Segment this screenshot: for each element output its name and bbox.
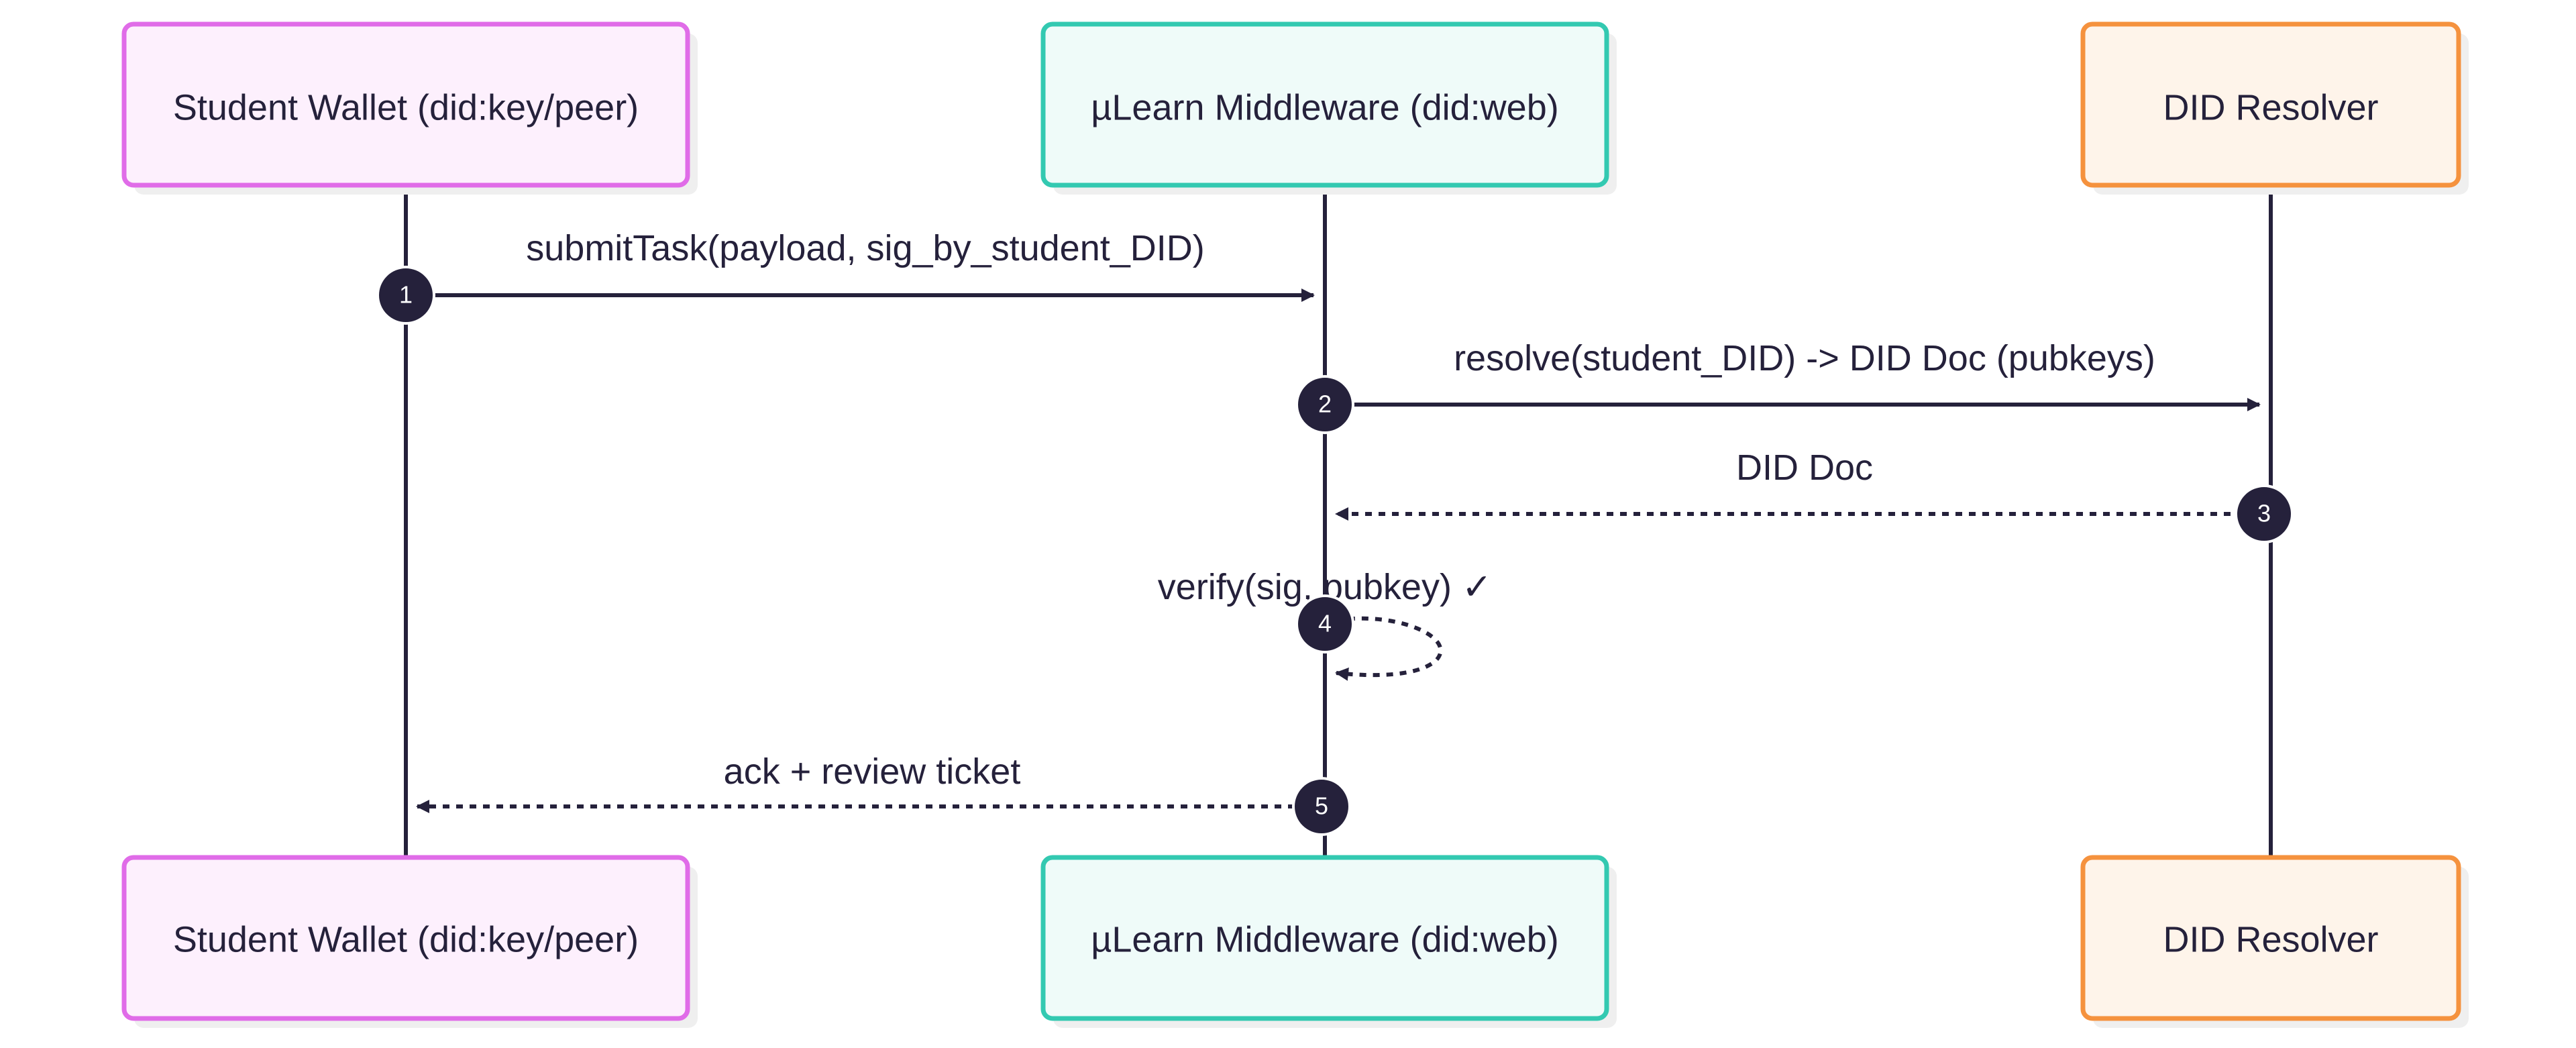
participant-resolver-bottom: DID Resolver bbox=[2080, 855, 2469, 1028]
message-4: verify(sig, pubkey) ✓ 4 bbox=[1158, 567, 1492, 681]
step-number: 1 bbox=[399, 281, 413, 309]
step-badge bbox=[1295, 375, 1354, 434]
participant-box bbox=[121, 855, 690, 1021]
lifelines bbox=[404, 188, 2273, 860]
step-number: 4 bbox=[1318, 610, 1332, 637]
participant-wallet-top: Student Wallet (did:key/peer) bbox=[121, 21, 698, 195]
step-badge bbox=[1292, 777, 1351, 836]
participant-box bbox=[2080, 21, 2461, 188]
participant-label: µLearn Middleware (did:web) bbox=[1091, 87, 1558, 127]
participant-label: Student Wallet (did:key/peer) bbox=[173, 87, 639, 127]
step-number: 3 bbox=[2257, 500, 2271, 527]
step-badge bbox=[1295, 594, 1354, 653]
participant-resolver-top: DID Resolver bbox=[2080, 21, 2469, 195]
participant-label: DID Resolver bbox=[2163, 87, 2378, 127]
participant-box bbox=[2080, 855, 2461, 1021]
message-label: ack + review ticket bbox=[724, 751, 1021, 792]
participant-box bbox=[1040, 21, 1609, 188]
message-label: resolve(student_DID) -> DID Doc (pubkeys… bbox=[1454, 338, 2155, 378]
participant-box bbox=[121, 21, 690, 188]
step-number: 5 bbox=[1315, 792, 1328, 820]
step-badge bbox=[2235, 484, 2294, 543]
self-call-arrow bbox=[1334, 616, 1443, 681]
message-2: resolve(student_DID) -> DID Doc (pubkeys… bbox=[1295, 338, 2261, 434]
participant-wallet-bottom: Student Wallet (did:key/peer) bbox=[121, 855, 698, 1028]
message-label: DID Doc bbox=[1736, 448, 1873, 488]
participant-label: DID Resolver bbox=[2163, 919, 2378, 959]
message-5: ack + review ticket 5 bbox=[416, 751, 1351, 836]
message-3: DID Doc 3 bbox=[1335, 448, 2294, 543]
participant-label: Student Wallet (did:key/peer) bbox=[173, 919, 639, 959]
message-1: submitTask(payload, sig_by_student_DID) … bbox=[376, 228, 1315, 325]
message-label: submitTask(payload, sig_by_student_DID) bbox=[526, 228, 1205, 268]
participant-middleware-bottom: µLearn Middleware (did:web) bbox=[1040, 855, 1617, 1028]
step-number: 2 bbox=[1318, 390, 1332, 418]
participant-middleware-top: µLearn Middleware (did:web) bbox=[1040, 21, 1617, 195]
step-badge bbox=[376, 266, 435, 325]
participant-label: µLearn Middleware (did:web) bbox=[1091, 919, 1558, 959]
participant-box bbox=[1040, 855, 1609, 1021]
